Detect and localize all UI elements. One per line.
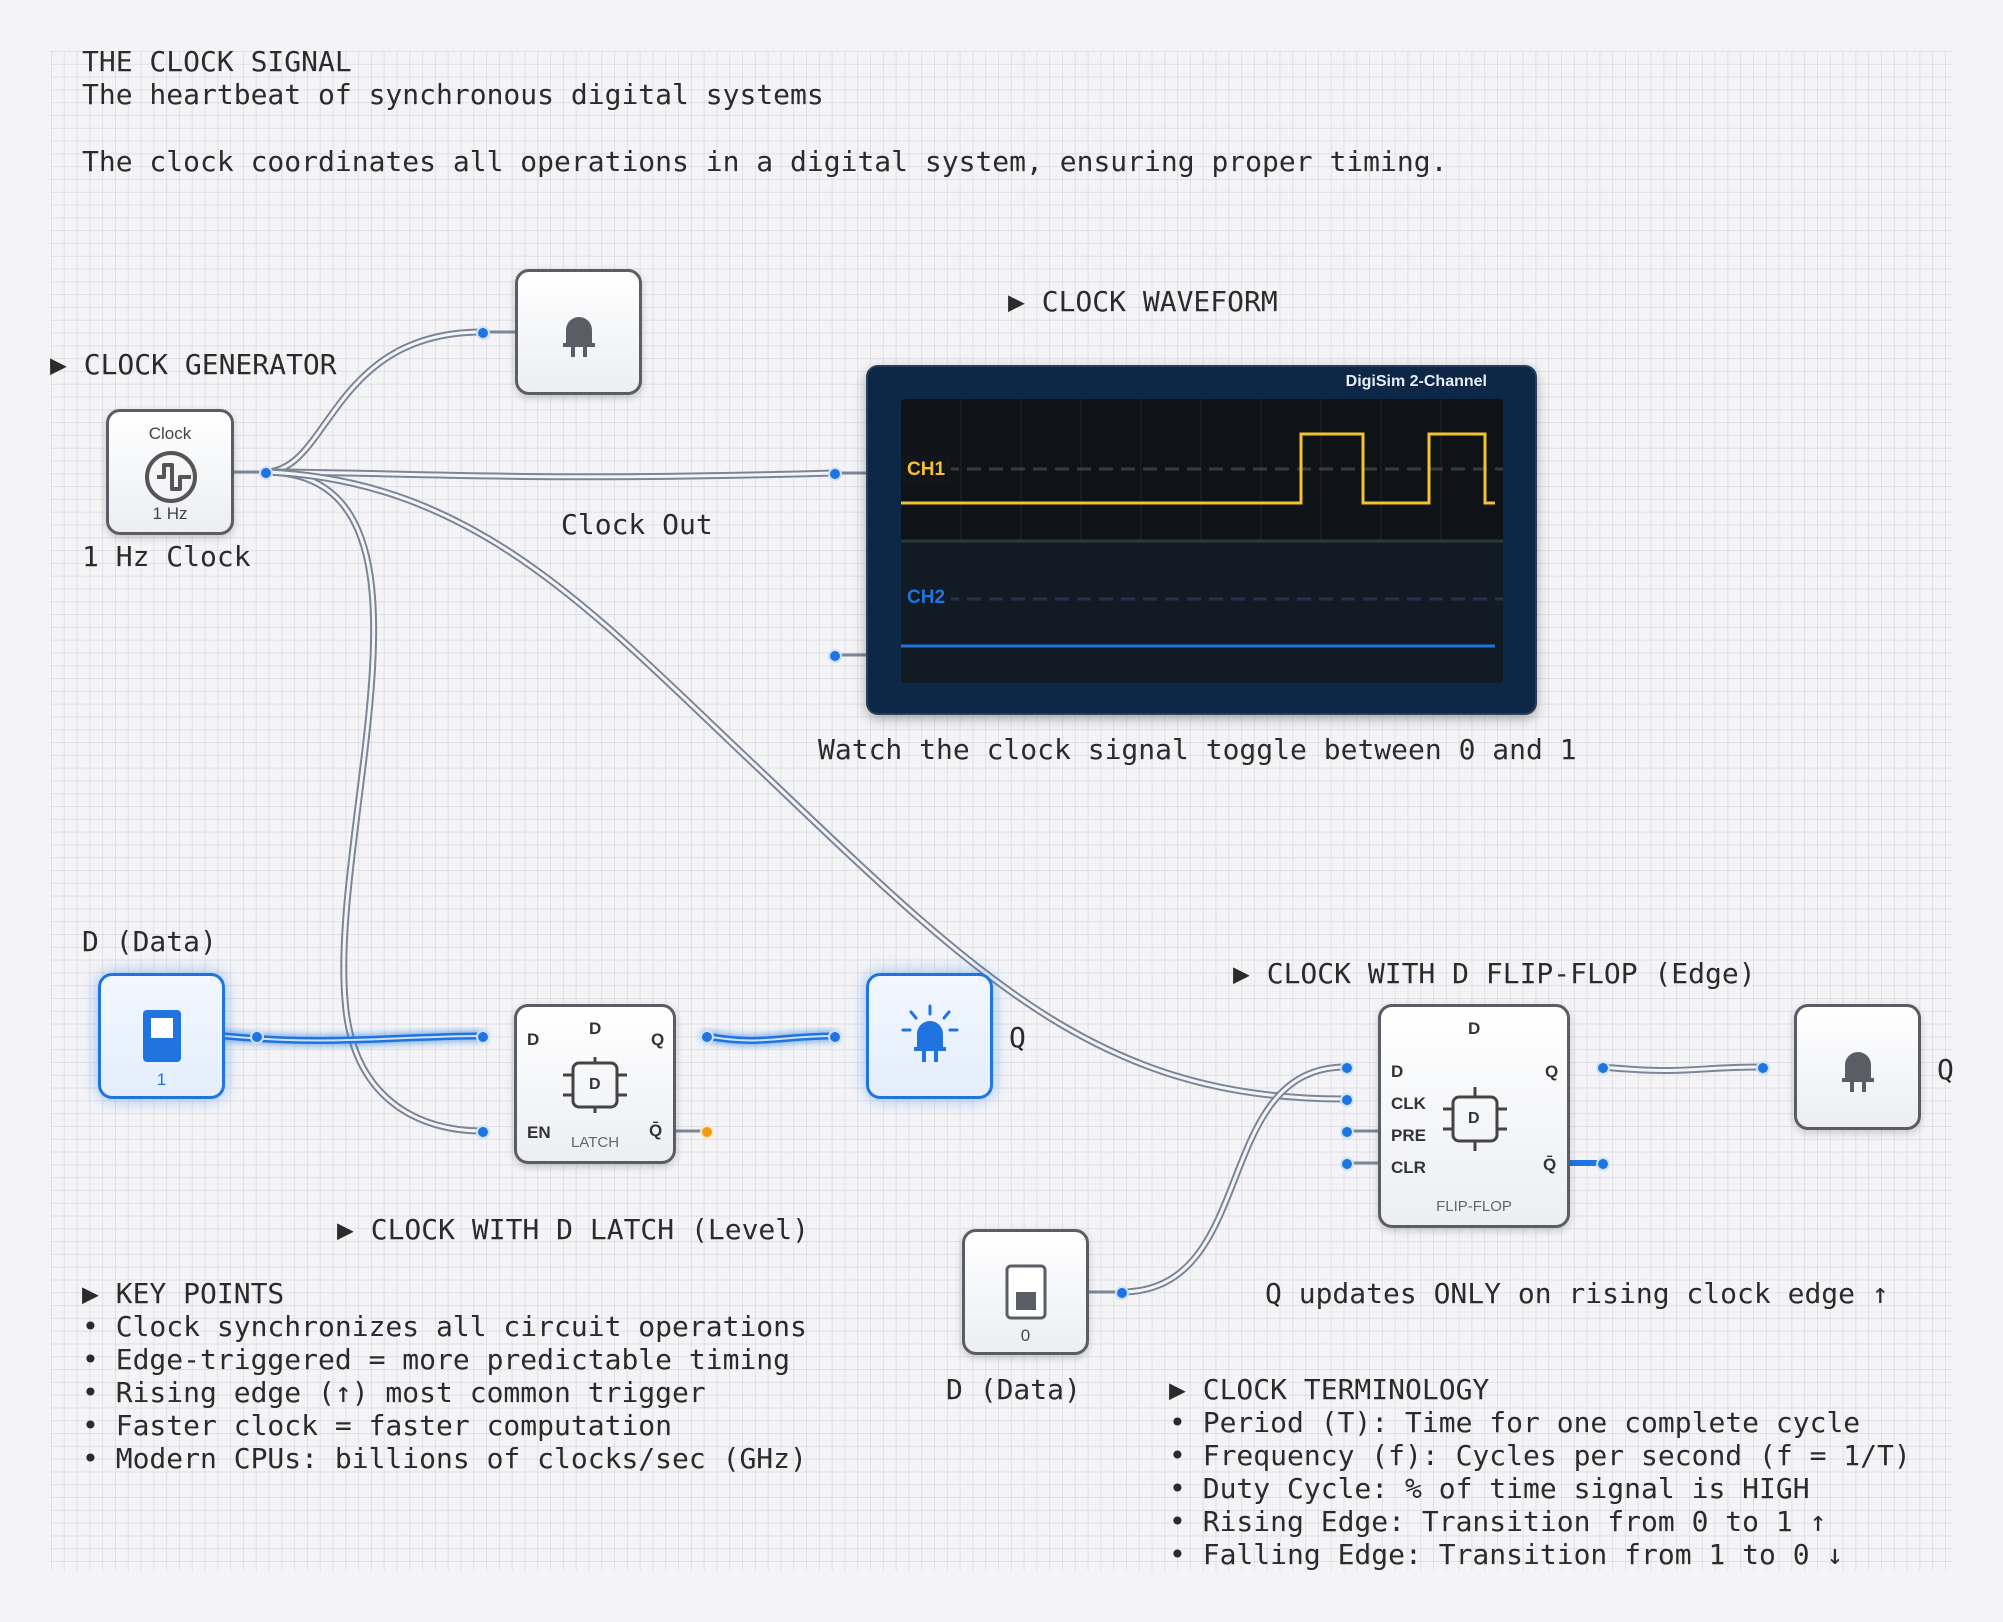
latch-name: LATCH bbox=[570, 1134, 620, 1151]
page-title: THE CLOCK SIGNAL bbox=[82, 45, 352, 78]
section-d-latch: ▶ CLOCK WITH D LATCH (Level) bbox=[337, 1213, 810, 1246]
scope-screen: CH1 CH2 bbox=[901, 399, 1503, 683]
ff-pin-clr: CLR bbox=[1391, 1158, 1426, 1177]
d-flipflop[interactable]: D D CLK PRE CLR Q Q̄ D FLIP-FLOP bbox=[1378, 1004, 1570, 1228]
ff-output-label: Q bbox=[1937, 1053, 1954, 1086]
ff-name: FLIP-FLOP bbox=[1436, 1198, 1512, 1215]
latch-chip-letter: D bbox=[589, 1076, 601, 1093]
chip-icon bbox=[1443, 1087, 1507, 1151]
key-points-title: ▶ KEY POINTS bbox=[82, 1277, 285, 1310]
key-point-item: • Clock synchronizes all circuit operati… bbox=[82, 1310, 807, 1343]
latch-pin-d: D bbox=[527, 1030, 540, 1049]
section-clock-waveform: ▶ CLOCK WAVEFORM bbox=[1008, 285, 1278, 318]
led-output-latch[interactable] bbox=[866, 973, 993, 1099]
pin-dot[interactable] bbox=[476, 1030, 490, 1044]
page-description: The clock coordinates all operations in … bbox=[82, 145, 1448, 178]
pin-dot[interactable] bbox=[1340, 1125, 1354, 1139]
pin-dot[interactable] bbox=[250, 1030, 264, 1044]
scope-brand: DigiSim 2-Channel bbox=[1345, 373, 1487, 390]
light-bulb-on-icon bbox=[901, 1004, 959, 1062]
ch2-label: CH2 bbox=[901, 583, 952, 613]
pin-dot[interactable] bbox=[828, 649, 842, 663]
clock-frequency: 1 Hz bbox=[152, 504, 188, 523]
ff-top-label: D bbox=[1468, 1019, 1481, 1038]
latch-pin-en: EN bbox=[527, 1123, 551, 1142]
switch-ff-d[interactable]: 0 bbox=[962, 1229, 1089, 1355]
ff-chip-letter: D bbox=[1468, 1110, 1480, 1127]
clock-generator[interactable]: Clock 1 Hz bbox=[106, 409, 234, 535]
clock-caption: 1 Hz Clock bbox=[82, 540, 251, 573]
scope-caption: Watch the clock signal toggle between 0 … bbox=[818, 733, 1577, 766]
clock-title: Clock bbox=[148, 424, 192, 443]
chip-icon bbox=[563, 1057, 627, 1113]
terminology: ▶ CLOCK TERMINOLOGY • Period (T): Time f… bbox=[1169, 1373, 1911, 1571]
pin-dot[interactable] bbox=[476, 1125, 490, 1139]
pin-unconnected[interactable] bbox=[700, 1125, 714, 1139]
latch-input-label: D (Data) bbox=[82, 925, 217, 958]
key-point-item: • Edge-triggered = more predictable timi… bbox=[82, 1343, 791, 1376]
latch-output-label: Q bbox=[1009, 1021, 1026, 1054]
switch-ff-value: 0 bbox=[1020, 1326, 1031, 1345]
scope-traces bbox=[901, 399, 1503, 683]
terminology-item: • Frequency (f): Cycles per second (f = … bbox=[1169, 1439, 1911, 1472]
page-subtitle: The heartbeat of synchronous digital sys… bbox=[82, 78, 824, 111]
led-output-ff[interactable] bbox=[1794, 1004, 1921, 1130]
switch-latch-value: 1 bbox=[156, 1070, 167, 1089]
ff-pin-pre: PRE bbox=[1391, 1126, 1426, 1145]
ff-pin-clk: CLK bbox=[1391, 1094, 1426, 1113]
key-points: ▶ KEY POINTS • Clock synchronizes all ci… bbox=[82, 1277, 807, 1475]
pin-dot[interactable] bbox=[700, 1030, 714, 1044]
terminology-title: ▶ CLOCK TERMINOLOGY bbox=[1169, 1373, 1490, 1406]
terminology-item: • Falling Edge: Transition from 1 to 0 ↓ bbox=[1169, 1538, 1844, 1571]
ch1-trace bbox=[901, 432, 1495, 505]
oscilloscope[interactable]: DigiSim 2-Channel CH1 CH2 bbox=[866, 365, 1537, 715]
ff-pin-q: Q bbox=[1545, 1062, 1559, 1081]
light-bulb-off-icon bbox=[563, 317, 595, 357]
pin-dot[interactable] bbox=[1340, 1093, 1354, 1107]
ff-input-label: D (Data) bbox=[946, 1373, 1081, 1406]
terminology-item: • Duty Cycle: % of time signal is HIGH bbox=[1169, 1472, 1810, 1505]
pin-dot[interactable] bbox=[828, 1030, 842, 1044]
section-d-flipflop: ▶ CLOCK WITH D FLIP-FLOP (Edge) bbox=[1233, 957, 1756, 990]
terminology-item: • Period (T): Time for one complete cycl… bbox=[1169, 1406, 1861, 1439]
ff-note: Q updates ONLY on rising clock edge ↑ bbox=[1265, 1277, 1889, 1310]
latch-top-label: D bbox=[589, 1019, 602, 1038]
latch-pin-q: Q bbox=[651, 1030, 665, 1049]
pin-dot[interactable] bbox=[1115, 1286, 1129, 1300]
ch1-label: CH1 bbox=[901, 455, 952, 485]
switch-latch-d[interactable]: 1 bbox=[98, 973, 225, 1099]
d-latch[interactable]: D D Q EN Q̄ D LATCH bbox=[514, 1004, 676, 1164]
key-point-item: • Modern CPUs: billions of clocks/sec (G… bbox=[82, 1442, 807, 1475]
wire-label-clock-out: Clock Out bbox=[561, 508, 713, 541]
toggle-switch-icon bbox=[143, 1010, 181, 1062]
key-point-item: • Rising edge (↑) most common trigger bbox=[82, 1376, 706, 1409]
pin-dot[interactable] bbox=[1756, 1061, 1770, 1075]
pin-dot[interactable] bbox=[1340, 1061, 1354, 1075]
pin-dot[interactable] bbox=[828, 467, 842, 481]
toggle-switch-icon bbox=[1005, 1264, 1047, 1320]
pin-dot[interactable] bbox=[1596, 1061, 1610, 1075]
latch-pin-qbar: Q̄ bbox=[649, 1121, 663, 1140]
square-wave-icon bbox=[145, 451, 197, 503]
ff-pin-d: D bbox=[1391, 1062, 1404, 1081]
section-clock-generator: ▶ CLOCK GENERATOR bbox=[50, 348, 337, 381]
ff-pin-qbar: Q̄ bbox=[1543, 1155, 1557, 1174]
key-point-item: • Faster clock = faster computation bbox=[82, 1409, 673, 1442]
light-bulb-off-icon bbox=[1842, 1052, 1874, 1092]
pin-dot[interactable] bbox=[476, 326, 490, 340]
terminology-item: • Rising Edge: Transition from 0 to 1 ↑ bbox=[1169, 1505, 1827, 1538]
pin-dot[interactable] bbox=[1596, 1157, 1610, 1171]
led-output-clock[interactable] bbox=[515, 269, 642, 395]
pin-dot[interactable] bbox=[259, 466, 273, 480]
pin-dot[interactable] bbox=[1340, 1157, 1354, 1171]
